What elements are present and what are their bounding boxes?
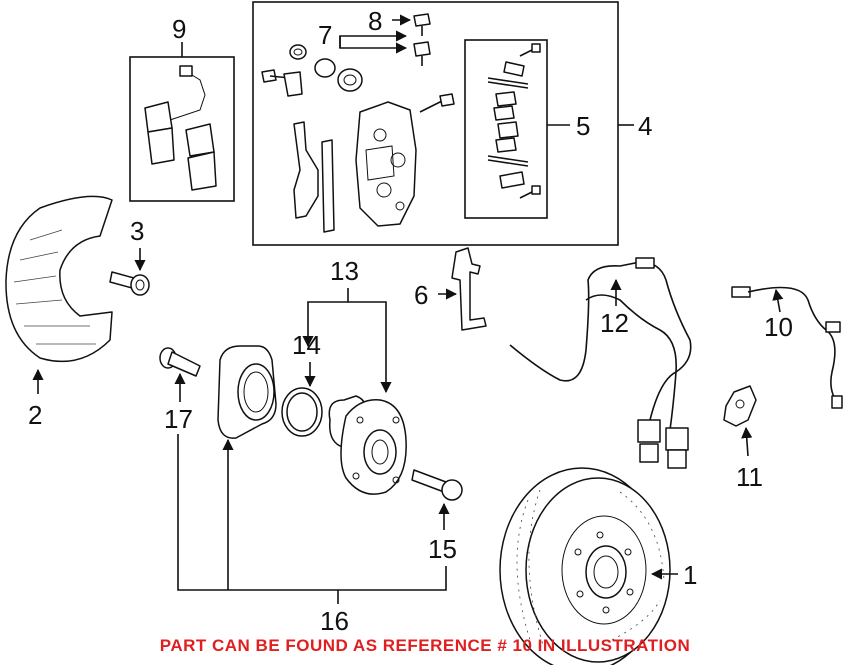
leader-16-frame <box>177 434 447 591</box>
callout-2: 2 <box>28 400 42 430</box>
callout-7: 7 <box>318 20 332 50</box>
callout-14: 14 <box>292 330 321 360</box>
bearing-housing <box>217 345 277 439</box>
leader-13a <box>302 288 349 348</box>
axle-bolt <box>411 469 463 501</box>
callout-11: 11 <box>736 462 763 492</box>
leader-10 <box>772 288 784 313</box>
wheel-stud <box>159 347 201 377</box>
sensor-bracket <box>451 247 487 331</box>
reference-notice: PART CAN BE FOUND AS REFERENCE # 10 IN I… <box>159 636 691 655</box>
callout-17: 17 <box>164 404 193 434</box>
brake-pads <box>144 65 217 191</box>
hardware-kit-box <box>464 39 548 219</box>
dust-shield <box>5 195 113 363</box>
callout-5: 5 <box>576 111 590 141</box>
leader-11 <box>741 426 753 457</box>
callout-4: 4 <box>638 111 652 141</box>
leader-7a <box>339 30 408 48</box>
callout-1: 1 <box>683 560 697 590</box>
callout-16: 16 <box>320 606 349 636</box>
shield-bolt <box>109 271 150 296</box>
callout-12: 12 <box>600 308 629 338</box>
wear-sensor-harness <box>509 257 692 469</box>
brake-pad-box <box>129 56 235 202</box>
caliper-assembly-box <box>252 1 619 246</box>
caliper-components <box>261 13 455 233</box>
callout-13: 13 <box>330 256 359 286</box>
callout-8: 8 <box>368 6 382 36</box>
callout-3: 3 <box>130 216 144 246</box>
leader-7b <box>339 36 408 54</box>
abs-sensor <box>723 385 757 427</box>
callout-10: 10 <box>764 312 793 342</box>
wheel-hub <box>328 395 407 495</box>
o-ring <box>281 387 323 437</box>
callout-15: 15 <box>428 534 457 564</box>
hardware-kit <box>487 43 541 199</box>
brake-rotor <box>499 467 671 665</box>
abs-sensor-cable <box>731 286 843 409</box>
leader-13b <box>348 301 392 394</box>
callout-6: 6 <box>414 280 428 310</box>
callout-9: 9 <box>172 14 186 44</box>
